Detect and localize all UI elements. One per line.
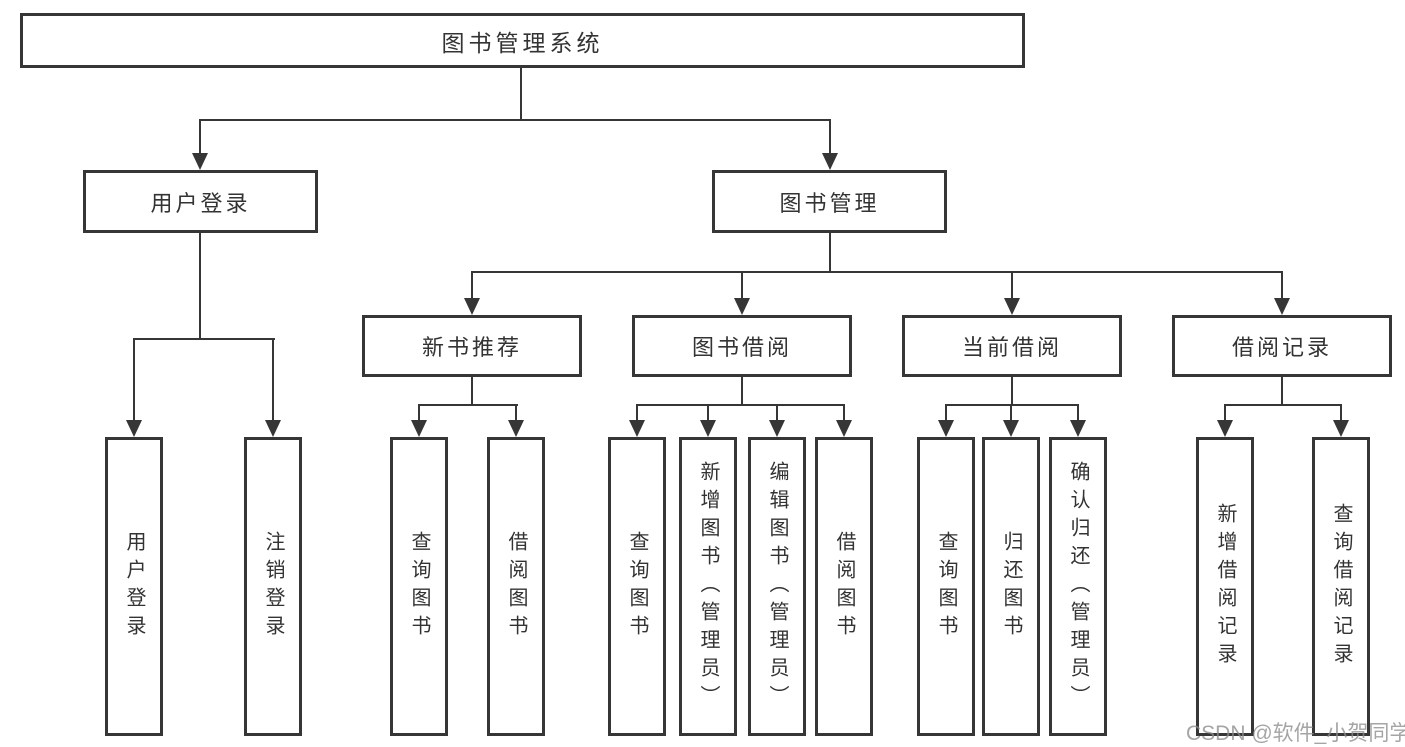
connector-records-stem	[1281, 271, 1283, 299]
node-new-book-recommend-label: 新书推荐	[421, 335, 522, 360]
connector-root-stem	[520, 68, 522, 121]
leaf-current-confirm-return-admin-label: 确认归还（管理员）	[1067, 460, 1089, 713]
connector-records-leaf2-stem	[1340, 404, 1342, 421]
connector-records-leaf1-stem	[1224, 404, 1226, 421]
node-library-system: 图书管理系统	[20, 13, 1025, 68]
leaf-current-query-books-label: 查询图书	[935, 530, 957, 643]
leaf-borrow-lend-books: 借阅图书	[815, 437, 873, 736]
connector-borrow-leaf1-stem	[636, 404, 638, 421]
leaf-newbook-borrow-books: 借阅图书	[487, 437, 545, 736]
node-user-login: 用户登录	[83, 170, 318, 233]
connector-login-leaf1-stem	[133, 338, 135, 420]
connector-newbook-leaf2-stem	[515, 404, 517, 421]
leaf-newbook-borrow-books-label: 借阅图书	[505, 530, 527, 643]
leaf-current-return-books-label: 归还图书	[1000, 530, 1022, 643]
leaf-records-add-record-label: 新增借阅记录	[1214, 502, 1236, 671]
arrow-to-borrow-edit	[769, 420, 785, 437]
connector-borrow-hbar	[636, 404, 845, 406]
csdn-watermark: CSDN @软件_小贺同学	[1186, 722, 1405, 745]
connector-login-leaf2-stem	[272, 338, 274, 420]
arrow-to-records-add	[1217, 420, 1233, 437]
leaf-user-login-label: 用户登录	[123, 530, 145, 643]
connector-root-hbar	[199, 119, 831, 121]
leaf-borrow-add-books-admin: 新增图书（管理员）	[679, 437, 737, 736]
connector-current-hbar	[945, 404, 1079, 406]
arrow-to-borrow-add	[700, 420, 716, 437]
leaf-borrow-edit-books-admin-label: 编辑图书（管理员）	[766, 460, 788, 713]
leaf-borrow-lend-books-label: 借阅图书	[833, 530, 855, 643]
arrow-to-current-return	[1003, 420, 1019, 437]
node-borrow-records-label: 借阅记录	[1231, 335, 1332, 360]
leaf-records-add-record: 新增借阅记录	[1196, 437, 1254, 736]
connector-records-down	[1281, 377, 1283, 406]
connector-borrow-leaf3-stem	[776, 404, 778, 421]
connector-current-leaf2-stem	[1010, 404, 1012, 421]
connector-records-hbar	[1224, 404, 1342, 406]
node-book-management-label: 图书管理	[779, 190, 880, 216]
arrow-to-newbook-query	[411, 420, 427, 437]
connector-newbook-down	[471, 377, 473, 406]
connector-current-down	[1011, 377, 1013, 406]
connector-current-stem	[1011, 271, 1013, 299]
connector-current-leaf3-stem	[1077, 404, 1079, 421]
leaf-records-query-record-label: 查询借阅记录	[1330, 502, 1352, 671]
node-current-borrow: 当前借阅	[902, 315, 1122, 377]
leaf-borrow-query-books: 查询图书	[608, 437, 666, 736]
leaf-current-return-books: 归还图书	[982, 437, 1040, 736]
leaf-current-query-books: 查询图书	[917, 437, 975, 736]
arrow-to-user-login	[192, 153, 208, 170]
node-current-borrow-label: 当前借阅	[961, 335, 1062, 360]
arrow-to-borrow-query	[629, 420, 645, 437]
connector-borrow-down	[741, 377, 743, 406]
arrow-to-current-query	[938, 420, 954, 437]
connector-borrow-leaf2-stem	[707, 404, 709, 421]
connector-newbook-hbar	[418, 404, 518, 406]
leaf-logout: 注销登录	[244, 437, 302, 736]
arrow-to-leaf-user-login	[126, 420, 142, 437]
node-user-login-label: 用户登录	[150, 190, 251, 216]
arrow-to-current-borrow	[1004, 298, 1020, 315]
leaf-newbook-query-books: 查询图书	[390, 437, 448, 736]
connector-borrow-stem	[741, 271, 743, 299]
arrow-to-book-borrow	[734, 298, 750, 315]
connector-current-leaf1-stem	[945, 404, 947, 421]
arrow-to-borrow-lend	[836, 420, 852, 437]
connector-mgmt-stem	[829, 119, 831, 154]
node-book-borrow: 图书借阅	[632, 315, 852, 377]
arrow-to-leaf-logout	[265, 420, 281, 437]
node-new-book-recommend: 新书推荐	[362, 315, 582, 377]
leaf-current-confirm-return-admin: 确认归还（管理员）	[1049, 437, 1107, 736]
connector-mgmt-down	[829, 233, 831, 273]
leaf-newbook-query-books-label: 查询图书	[408, 530, 430, 643]
arrow-to-newbook-borrow	[508, 420, 524, 437]
connector-borrow-leaf4-stem	[843, 404, 845, 421]
leaf-borrow-add-books-admin-label: 新增图书（管理员）	[697, 460, 719, 713]
leaf-borrow-query-books-label: 查询图书	[626, 530, 648, 643]
connector-login-down	[199, 233, 201, 340]
arrow-to-new-book	[464, 298, 480, 315]
arrow-to-records-query	[1333, 420, 1349, 437]
connector-newbook-leaf1-stem	[418, 404, 420, 421]
node-borrow-records: 借阅记录	[1172, 315, 1392, 377]
node-book-borrow-label: 图书借阅	[691, 335, 792, 360]
connector-login-stem	[199, 119, 201, 154]
leaf-logout-label: 注销登录	[262, 530, 284, 643]
leaf-borrow-edit-books-admin: 编辑图书（管理员）	[748, 437, 806, 736]
leaf-user-login: 用户登录	[105, 437, 163, 736]
connector-mgmt-hbar	[471, 271, 1283, 273]
arrow-to-book-management	[822, 153, 838, 170]
connector-newbook-stem	[471, 271, 473, 299]
connector-login-hbar	[133, 338, 275, 340]
node-book-management: 图书管理	[712, 170, 947, 233]
node-library-system-label: 图书管理系统	[441, 29, 604, 56]
leaf-records-query-record: 查询借阅记录	[1312, 437, 1370, 736]
arrow-to-borrow-records	[1274, 298, 1290, 315]
arrow-to-current-confirm	[1070, 420, 1086, 437]
